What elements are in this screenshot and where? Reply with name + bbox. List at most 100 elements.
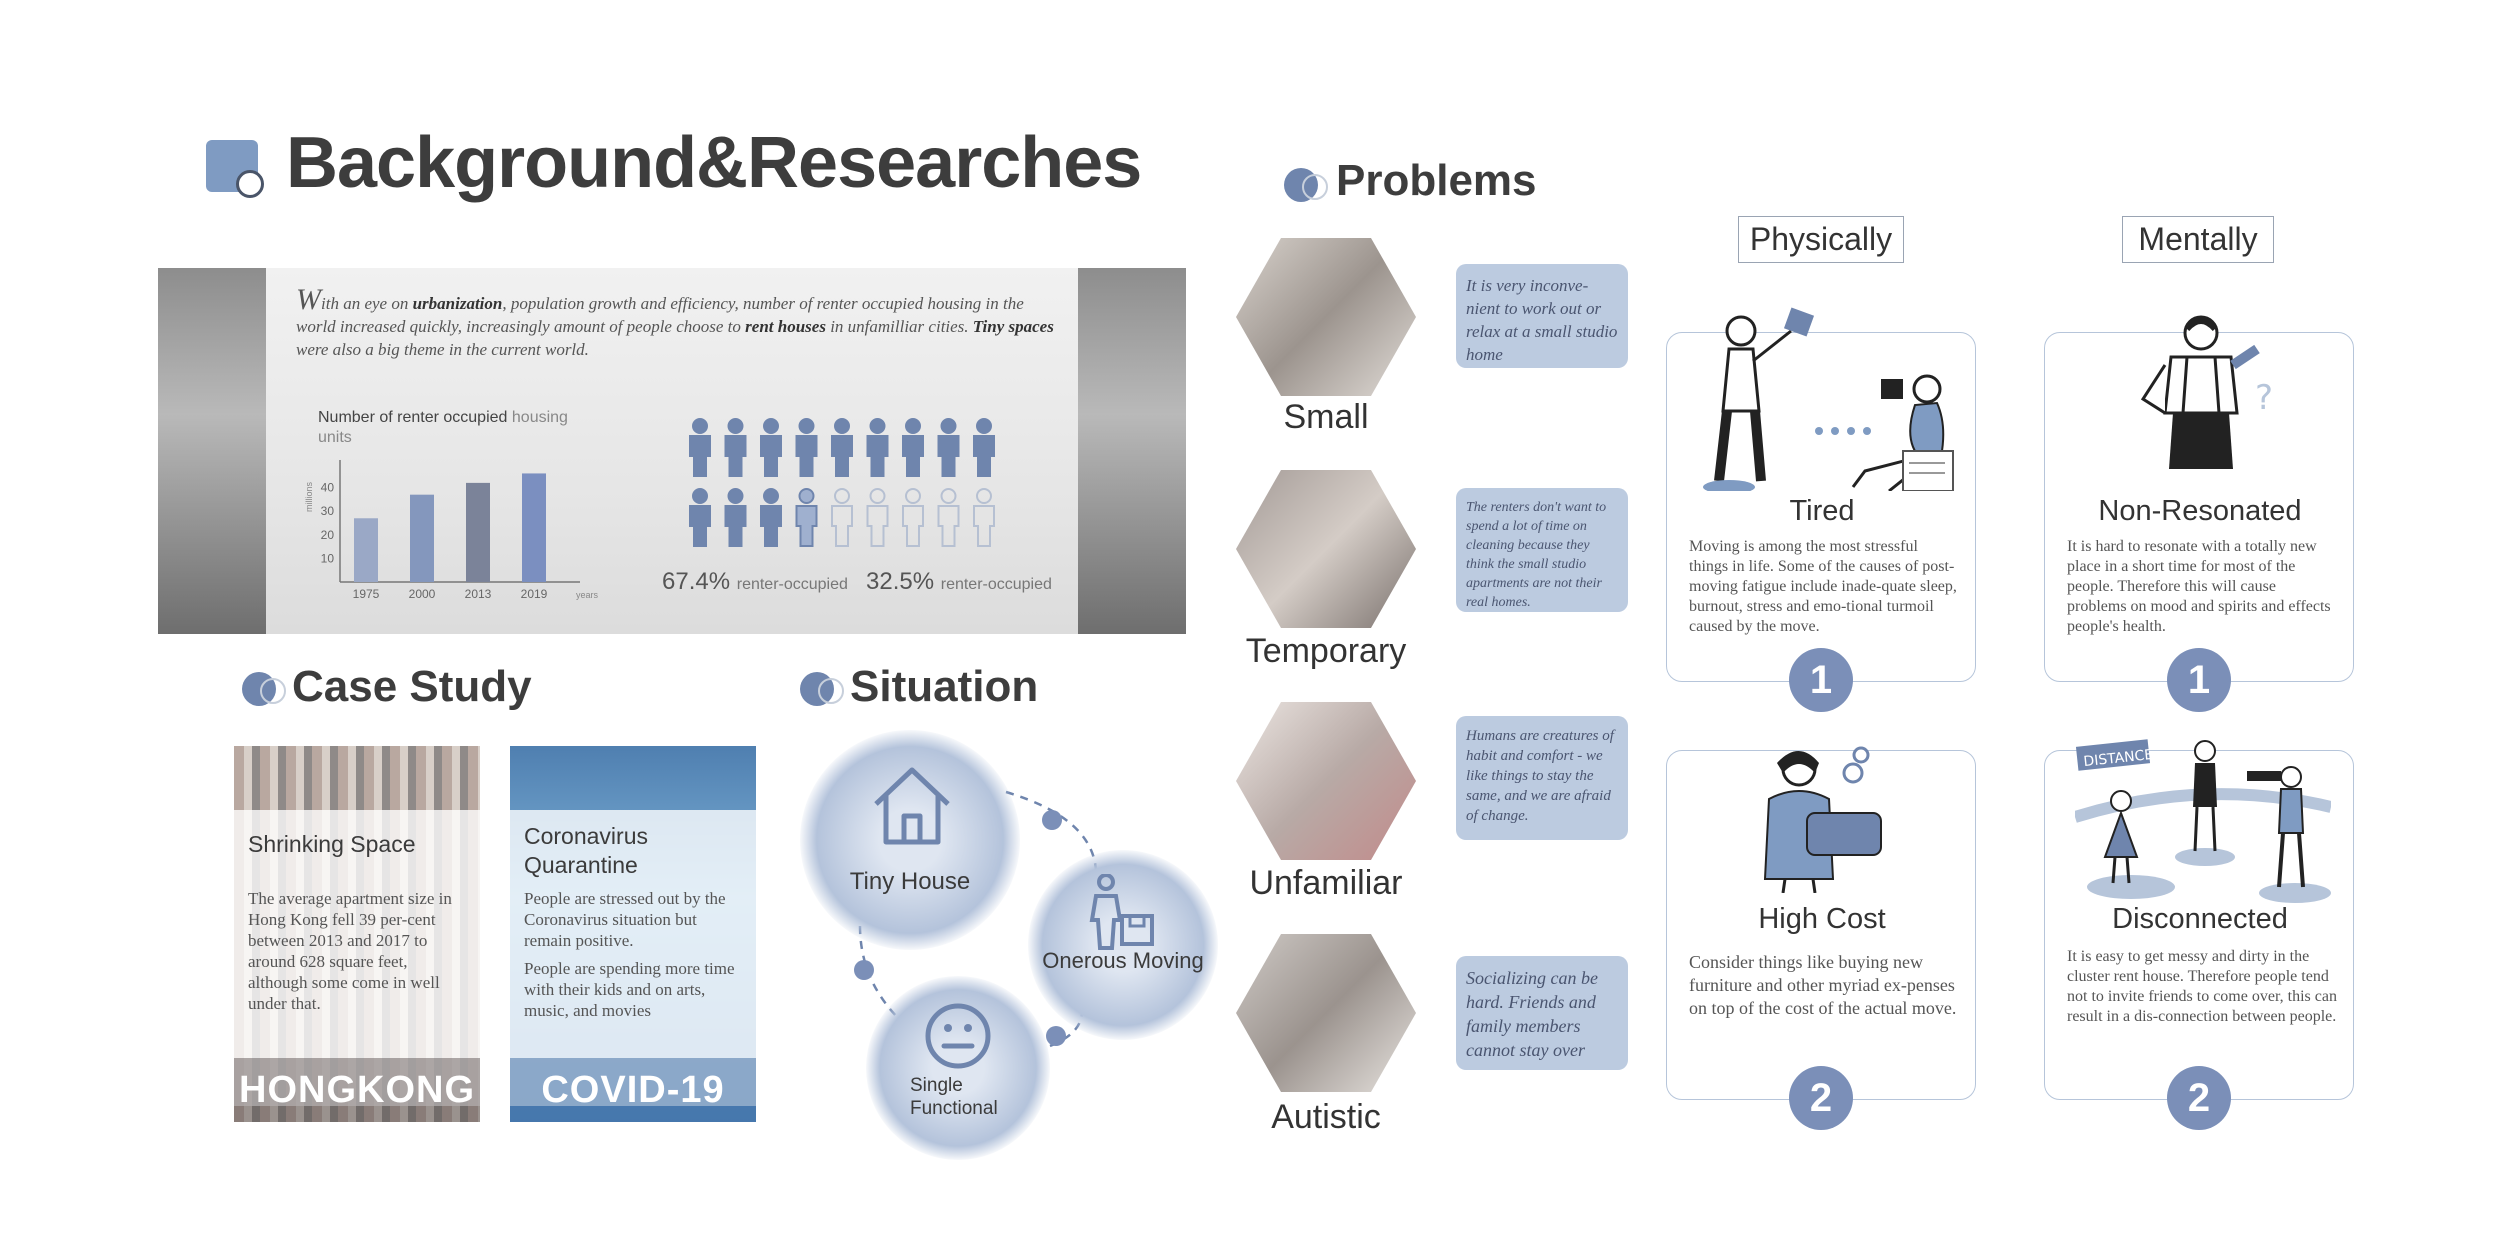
y-axis-label: millions: [304, 481, 314, 512]
tired-illustration: [1703, 307, 1954, 491]
person-icon: [831, 488, 853, 547]
person-icon: [724, 418, 747, 477]
banner-street-photo-left: [158, 268, 266, 634]
case-card-footer: HONGKONG: [234, 1058, 480, 1122]
case-card-body: The average apartment size in Hong Kong …: [248, 889, 452, 1013]
svg-text:?: ?: [2255, 378, 2273, 418]
card-title: Disconnected: [2112, 903, 2288, 935]
column-head-mentally: Mentally: [2122, 216, 2274, 263]
case-card-hongkong: Shrinking Space The average apartment si…: [234, 746, 480, 1122]
card-non-resonated: ? Non-Resonated It is hard to resonate w…: [2044, 315, 2354, 682]
card-number-badge: 2: [2167, 1066, 2231, 1130]
person-icon: [689, 418, 711, 477]
bar-chart: 10 20 30 40 millions 1975 2000 2013 2019 years: [304, 460, 599, 601]
person-icon: [760, 488, 782, 547]
bar: [354, 518, 378, 582]
y-tick-label: 20: [321, 528, 335, 542]
people-pictogram: [689, 418, 995, 547]
person-icon: [866, 488, 889, 547]
y-tick-label: 10: [321, 551, 335, 565]
person-icon: [795, 488, 818, 547]
distance-sign-text: DISTANCE: [2083, 747, 2154, 770]
person-icon: [795, 418, 818, 477]
person-icon: [937, 488, 960, 547]
case-study-title: Case Study: [292, 662, 532, 711]
case-card-footer: COVID-19: [510, 1058, 756, 1122]
card-body: Moving is among the most stressful thing…: [1689, 538, 1957, 635]
neutral-face-icon: [925, 1003, 991, 1069]
stat-renter-1: 67.4% renter-occupied: [662, 568, 848, 595]
situation-onerous-moving: Onerous Moving: [1028, 850, 1218, 1040]
card-number-badge: 2: [1789, 1066, 1853, 1130]
bar: [522, 473, 546, 582]
problem-label: Unfamiliar: [1249, 864, 1403, 902]
person-icon: [902, 488, 924, 547]
person-icon: [724, 488, 747, 547]
x-axis-label: years: [576, 590, 599, 600]
y-tick-label: 30: [321, 504, 335, 518]
connector-dot: [1042, 810, 1062, 830]
situation-label: Single Functional: [910, 1075, 998, 1119]
distance-illustration: DISTANCE: [2075, 739, 2331, 903]
bar: [466, 482, 490, 582]
research-banner: [158, 268, 1186, 634]
card-high-cost: High Cost Consider things like buying ne…: [1666, 746, 1976, 1100]
problem-photo-unfamiliar: [1236, 702, 1416, 860]
person-icon: [937, 418, 960, 477]
person-icon: [689, 488, 711, 547]
column-head-physically: Physically: [1738, 216, 1904, 263]
card-number-badge: 1: [1789, 648, 1853, 712]
situation-tiny-house: Tiny House: [800, 730, 1020, 950]
card-tired: Tired Moving is among the most stressful…: [1666, 307, 1976, 682]
page-title: Background&Researches: [286, 123, 1142, 203]
problem-photo-autistic: [1236, 934, 1416, 1092]
mover-icon: [1089, 874, 1154, 950]
card-body: Consider things like buying new furnitur…: [1689, 952, 1957, 1018]
card-title: Non-Resonated: [2098, 495, 2302, 527]
case-card-body: People are stressed out by the Coronavir…: [524, 889, 726, 950]
problem-photo-temporary: [1236, 470, 1416, 628]
chart-title: Number of renter occupied housing units: [318, 409, 568, 446]
problem-note: The renters don't want to spend a lot of…: [1456, 488, 1628, 612]
connector-dot: [854, 960, 874, 980]
case-study-bullet-icon: [242, 672, 286, 706]
house-icon: [874, 767, 950, 845]
person-icon: [973, 418, 995, 477]
stat-renter-2: 32.5% renter-occupied: [866, 568, 1052, 595]
person-icon: [831, 418, 853, 477]
card-disconnected: DISTANCE Disconnected It is easy to get …: [2044, 739, 2354, 1100]
situation-label: Onerous Moving: [1042, 948, 1204, 973]
banner-street-photo-right: [1078, 268, 1186, 634]
research-intro: With an eye on urbanization, population …: [296, 283, 1054, 360]
x-tick-label: 1975: [353, 587, 380, 601]
card-body: It is hard to resonate with a totally ne…: [2067, 538, 2331, 635]
problems-bullet-icon: [1284, 168, 1328, 202]
x-tick-label: 2000: [409, 587, 436, 601]
problems-title: Problems: [1336, 156, 1537, 205]
confused-man-illustration: ?: [2140, 315, 2273, 469]
problem-label: Temporary: [1245, 632, 1407, 670]
connector-dot: [1046, 1026, 1066, 1046]
case-card-title: Coronavirus Quarantine: [524, 823, 648, 878]
card-title: Tired: [1789, 495, 1855, 527]
case-card-body-2: People are spending more time with their…: [524, 959, 735, 1020]
card-number-badge: 1: [2167, 648, 2231, 712]
problem-note: Socializing can be hard. Friends and fam…: [1456, 956, 1628, 1070]
x-tick-label: 2013: [465, 587, 492, 601]
situation-title: Situation: [850, 662, 1039, 711]
situation-single-functional: Single Functional: [866, 976, 1050, 1160]
problem-photo-small: [1236, 238, 1416, 396]
problem-note: It is very inconve-nient to work out or …: [1456, 264, 1628, 368]
problem-label: Small: [1283, 398, 1369, 436]
situation-label: Tiny House: [849, 868, 971, 895]
person-icon: [866, 418, 889, 477]
high-cost-illustration: [1763, 746, 1882, 893]
case-card-covid: Coronavirus Quarantine People are stress…: [510, 746, 756, 1122]
card-body: It is easy to get messy and dirty in the…: [2067, 948, 2337, 1025]
case-card-title: Shrinking Space: [248, 831, 416, 857]
x-tick-label: 2019: [521, 587, 548, 601]
problem-label: Autistic: [1271, 1098, 1381, 1136]
problem-note: Humans are creatures of habit and comfor…: [1456, 716, 1628, 840]
y-tick-label: 40: [321, 481, 335, 495]
person-icon: [902, 418, 924, 477]
